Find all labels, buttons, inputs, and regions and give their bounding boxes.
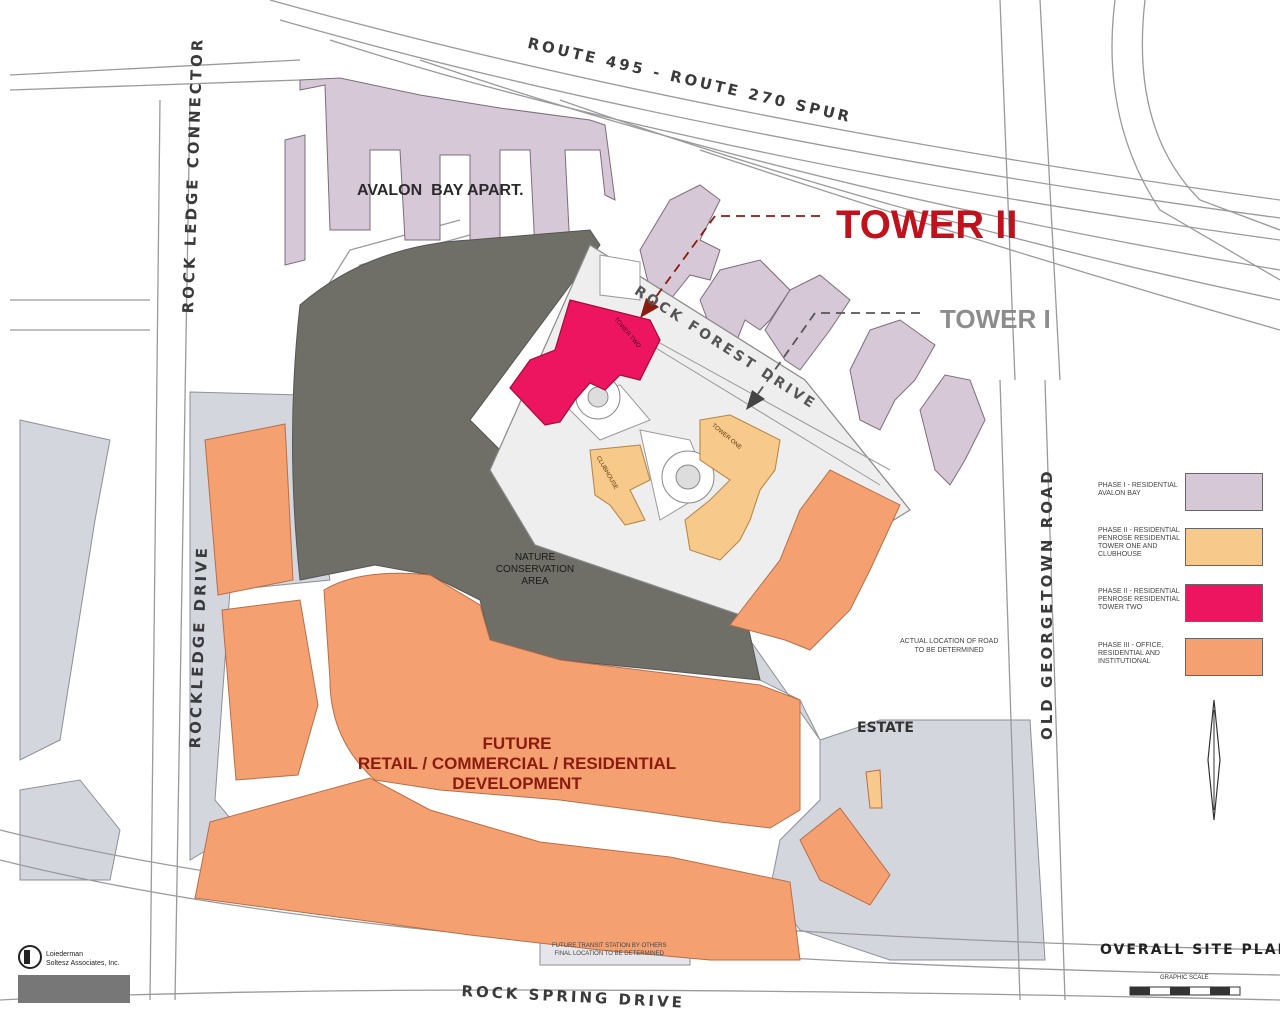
legend-swatch-phase2-tower1 <box>1185 528 1263 566</box>
old-georgetown-road-label: OLD GEORGETOWN ROAD <box>1038 468 1056 740</box>
future-development-label: FUTURE RETAIL / COMMERCIAL / RESIDENTIAL… <box>357 734 677 793</box>
north-arrow-icon <box>1207 699 1221 821</box>
legend-swatch-phase1 <box>1185 473 1263 511</box>
tower-two-label: TOWER II <box>836 203 1018 247</box>
tower-one-buildings <box>589 414 781 561</box>
tower-leader-lines <box>640 215 920 410</box>
tower-two-leader <box>649 215 820 306</box>
legend-text-phase3: PHASE III - OFFICE, RESIDENTIAL AND INST… <box>1098 642 1164 665</box>
actual-road-note: ACTUAL LOCATION OF ROAD TO BE DETERMINED <box>900 638 999 654</box>
nature-conservation-area <box>292 229 761 681</box>
tower-one-arrowhead <box>746 390 765 410</box>
tower-two-arrowhead <box>640 298 659 318</box>
company-name: Loiederman Soltesz Associates, Inc. <box>46 951 120 967</box>
transit-station-note: FUTURE TRANSIT STATION BY OTHERS FINAL L… <box>552 943 667 957</box>
nature-area-label: NATURE CONSERVATION AREA <box>495 552 575 587</box>
legend-swatch-phase2-tower2 <box>1185 584 1263 622</box>
phase-three-parcels <box>194 423 901 961</box>
graphic-scale-label: GRAPHIC SCALE <box>1160 975 1209 981</box>
avalon-bay-label: AVALON BAY APART. <box>357 182 524 199</box>
tower-one-leader <box>754 312 920 399</box>
scale-bar <box>1129 986 1241 996</box>
tower-two-building <box>509 299 661 426</box>
estate-label: ESTATE <box>857 720 914 736</box>
tower-one-label: TOWER I <box>940 304 1051 334</box>
legend-swatch-phase3 <box>1185 638 1263 676</box>
company-logo-icon <box>18 945 130 1003</box>
legend-text-phase1: PHASE I - RESIDENTIAL AVALON BAY <box>1098 482 1178 497</box>
avalon-bay-buildings <box>284 77 986 486</box>
legend-text-phase2-tower1: PHASE II - RESIDENTIAL PENROSE RESIDENTI… <box>1098 527 1181 558</box>
overall-site-plan-title: OVERALL SITE PLAN <box>1100 942 1280 958</box>
legend-text-phase2-tower2: PHASE II - RESIDENTIAL PENROSE RESIDENTI… <box>1098 588 1181 611</box>
